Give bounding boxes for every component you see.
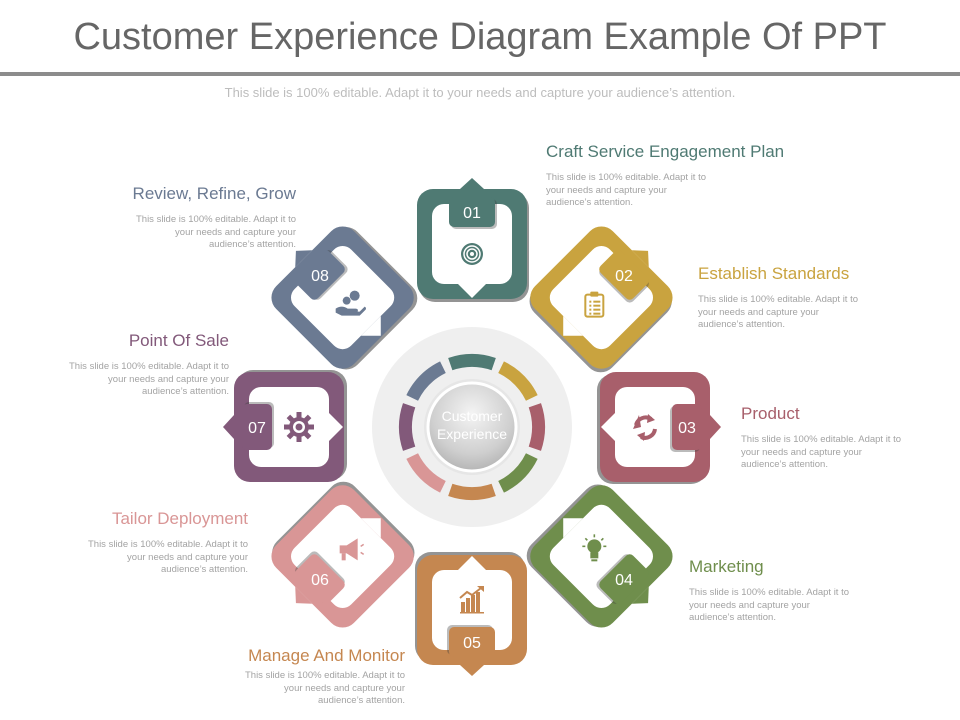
money-hand-icon [335, 290, 367, 316]
step-number: 07 [248, 420, 266, 437]
description-line: audience’s attention. [209, 239, 296, 250]
step-description-02: This slide is 100% editable. Adapt it to… [698, 294, 880, 332]
target-icon [461, 243, 483, 265]
description-line: This slide is 100% editable. Adapt it to [741, 434, 902, 445]
description-line: your needs and capture your [127, 551, 248, 563]
step-number: 06 [311, 572, 329, 589]
step-description-05: This slide is 100% editable. Adapt it to… [223, 670, 405, 708]
hub-ring-segment [528, 403, 545, 451]
step-label-01: Craft Service Engagement Plan [546, 142, 785, 161]
description-line: your needs and capture your [741, 446, 862, 458]
description-line: your needs and capture your [108, 373, 229, 385]
hub-ring-segment [448, 483, 496, 500]
step-number: 03 [678, 420, 696, 437]
step-label-06: Tailor Deployment [111, 509, 248, 528]
step-node-04: 04 [526, 484, 673, 628]
hub-ring [398, 354, 545, 500]
step-description-03: This slide is 100% editable. Adapt it to… [741, 434, 923, 472]
description-line: audience’s attention. [689, 612, 776, 623]
center-label-line1: Customer [442, 408, 503, 424]
step-node-01: 01 [417, 178, 529, 302]
step-label-03: Product [741, 404, 800, 423]
description-line: This slide is 100% editable. Adapt it to [689, 587, 850, 598]
step-number: 05 [463, 635, 481, 652]
step-node-05: 05 [415, 552, 527, 676]
step-number: 04 [615, 572, 633, 589]
step-description-06: This slide is 100% editable. Adapt it to… [66, 539, 248, 577]
slide-subtitle: This slide is 100% editable. Adapt it to… [224, 85, 736, 100]
step-description-04: This slide is 100% editable. Adapt it to… [689, 587, 871, 625]
step-description-07: This slide is 100% editable. Adapt it to… [47, 361, 229, 399]
description-line: audience’s attention. [318, 695, 405, 706]
hub-core [426, 381, 518, 473]
step-number: 02 [615, 268, 633, 285]
description-line: This slide is 100% editable. Adapt it to [68, 361, 229, 372]
description-line: audience’s attention. [142, 386, 229, 397]
step-node-02: 02 [529, 226, 673, 373]
description-line: This slide is 100% editable. Adapt it to [244, 670, 405, 681]
hub-ring-segment [406, 361, 446, 401]
description-line: audience’s attention. [546, 197, 633, 208]
growth-chart-icon [459, 586, 484, 614]
description-line: your needs and capture your [175, 226, 296, 238]
hub-ring-segment [398, 403, 416, 451]
gear-icon [284, 412, 314, 442]
hub-ring-segment [406, 453, 446, 493]
description-line: This slide is 100% editable. Adapt it to [698, 294, 859, 305]
step-number: 08 [311, 268, 329, 285]
description-line: your needs and capture your [546, 184, 667, 196]
step-node-03: 03 [597, 372, 721, 484]
description-line: your needs and capture your [698, 306, 819, 318]
description-line: audience’s attention. [698, 319, 785, 330]
step-node-06: 06 [271, 481, 415, 628]
step-description-08: This slide is 100% editable. Adapt it to… [114, 214, 296, 252]
step-label-05: Manage And Monitor [248, 646, 405, 665]
title-divider [0, 72, 960, 76]
lightbulb-icon [582, 534, 607, 562]
description-line: This slide is 100% editable. Adapt it to [87, 539, 248, 550]
step-node-08: 08 [271, 226, 418, 370]
clipboard-icon [584, 291, 605, 318]
center-label-line2: Experience [437, 426, 507, 442]
hub-ring-segment [448, 354, 496, 371]
description-line: your needs and capture your [689, 599, 810, 611]
description-line: This slide is 100% editable. Adapt it to [546, 172, 707, 183]
slide-title: Customer Experience Diagram Example Of P… [73, 16, 887, 58]
description-line: This slide is 100% editable. Adapt it to [135, 214, 296, 225]
step-label-04: Marketing [689, 557, 764, 576]
step-number: 01 [463, 205, 481, 222]
description-line: audience’s attention. [161, 564, 248, 575]
hub-ring-segment [498, 361, 538, 401]
description-line: your needs and capture your [284, 682, 405, 694]
megaphone-icon [339, 538, 365, 561]
recycle-icon [633, 414, 657, 441]
description-line: audience’s attention. [741, 459, 828, 470]
hub-ring-segment [498, 453, 538, 493]
step-label-08: Review, Refine, Grow [132, 184, 296, 203]
step-label-02: Establish Standards [698, 264, 850, 283]
step-label-07: Point Of Sale [128, 331, 229, 350]
step-node-07: 07 [223, 370, 347, 482]
step-description-01: This slide is 100% editable. Adapt it to… [546, 172, 728, 210]
